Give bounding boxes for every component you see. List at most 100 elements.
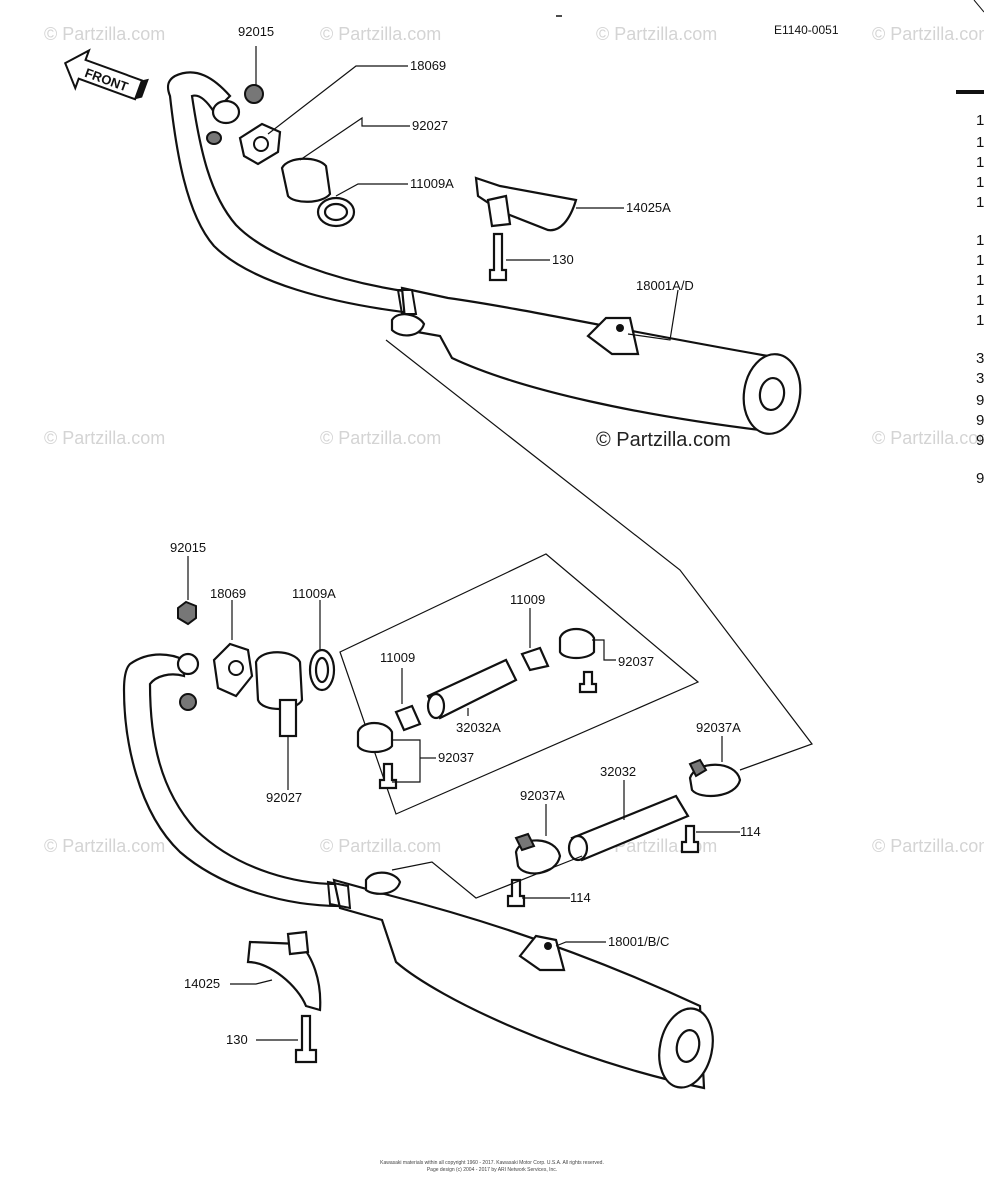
callout-92015: 92015 [238, 24, 274, 39]
callout-18001AD: 18001A/D [636, 278, 694, 293]
upper-callouts: 92015 18069 92027 11009A 14025A 130 1800… [238, 24, 694, 293]
callout-18069: 18069 [410, 58, 446, 73]
watermark: © Partzilla.com [44, 428, 165, 448]
muffler-lower [332, 878, 706, 1090]
port-nut-upper [206, 131, 222, 145]
edge-item: 1 [976, 292, 984, 309]
holder-92027-upper [280, 157, 332, 203]
callout-14025A: 14025A [626, 200, 671, 215]
muffler-lower-bracket-hole [544, 942, 552, 950]
muffler-upper [400, 286, 778, 434]
callout-32032A: 32032A [456, 720, 501, 735]
inset-box [339, 553, 700, 815]
callout-18001BC: 18001/B/C [608, 934, 669, 949]
edge-item: 1 [976, 174, 984, 191]
cover-14025A [474, 176, 578, 232]
cover-14025 [246, 940, 322, 1012]
lower-callouts: 92015 18069 11009A 11009 11009 92037 320… [170, 540, 761, 1047]
muffler-upper-band [396, 289, 418, 315]
center-watermark: © Partzilla.com [596, 429, 731, 451]
copyright-line-1: Kawasaki materials within all copyright … [380, 1160, 604, 1166]
gasket-11009A-upper-inner [323, 202, 349, 222]
muffler-lower-band [326, 880, 352, 910]
edge-item: 1 [976, 194, 984, 211]
edge-item: 1 [976, 112, 984, 129]
front-arrow: FRONT [63, 48, 149, 101]
clamp-92037-left [356, 721, 394, 754]
watermark: © Partzilla.com [320, 24, 441, 44]
bolt-130-lower [294, 1014, 318, 1064]
callout-92037A-lower: 92037A [520, 788, 565, 803]
copyright-line-2: Page design (c) 2004 - 2017 by ARI Netwo… [426, 1167, 558, 1173]
muffler-upper-bracket-hole [616, 324, 624, 332]
edge-item: 1 [976, 232, 984, 249]
edge-item: 9 [976, 432, 984, 449]
gasket-11009-left [394, 704, 422, 732]
callout-92015: 92015 [170, 540, 206, 555]
callout-92037A-upper: 92037A [696, 720, 741, 735]
port-ring-lower [176, 652, 200, 676]
callout-130: 130 [552, 252, 574, 267]
callout-14025: 14025 [184, 976, 220, 991]
callout-92037-right: 92037 [618, 654, 654, 669]
clamp-92037A-lower-bolt [514, 832, 536, 852]
edge-item: 9 [976, 412, 984, 429]
edge-item: 1 [976, 154, 984, 171]
front-arrow-shadow [135, 78, 149, 100]
edge-item: 3 [976, 370, 984, 387]
bolt-92037-right [578, 670, 598, 694]
edge-item: 1 [976, 252, 984, 269]
exhaust-pipe-lower [122, 653, 342, 908]
callout-92027: 92027 [412, 118, 448, 133]
edge-item: 9 [976, 392, 984, 409]
holder-92027-lower [254, 651, 304, 711]
upper-leader-lines [255, 46, 813, 771]
watermark: © Partzilla.com [320, 836, 441, 856]
muffler-lower-outlet-hole [675, 1029, 701, 1063]
cover-14025A-clip [486, 194, 512, 228]
callout-92027: 92027 [266, 790, 302, 805]
watermark: © Partzilla.com [872, 428, 984, 448]
pipe-32032A-end [426, 692, 446, 720]
upper-muffler-assembly [166, 71, 802, 435]
callout-114-upper: 114 [740, 824, 761, 839]
callout-130: 130 [226, 1032, 248, 1047]
callout-11009-right: 11009 [510, 592, 545, 607]
holder-92027-lower-stem [278, 698, 298, 738]
pipe-32032-end [567, 834, 589, 862]
cap-nut-92015-upper [244, 84, 264, 104]
callout-11009-left: 11009 [380, 650, 415, 665]
cap-nut-92015-lower [177, 600, 197, 626]
watermark: © Partzilla.com [44, 24, 165, 44]
edge-item: 9 [976, 470, 984, 487]
edge-item: 1 [976, 312, 984, 329]
gasket-11009-right [520, 646, 550, 672]
watermark: © Partzilla.com [872, 24, 984, 44]
callout-92037-left: 92037 [438, 750, 474, 765]
front-arrow-shape [63, 48, 144, 101]
lower-leader-lines [187, 556, 740, 1041]
edge-item: 3 [976, 350, 984, 367]
flange-18069-upper-hole [253, 136, 269, 152]
muffler-upper-outlet-hole [758, 376, 786, 412]
clamp-92037A-upper-bolt [688, 758, 708, 778]
edge-item: 1 [976, 134, 984, 151]
edge-item: 1 [976, 272, 984, 289]
muffler-upper-collar [390, 313, 426, 337]
bolt-130-upper [488, 232, 508, 282]
exhaust-pipe-upper [166, 71, 422, 316]
bolt-114-lower [506, 878, 526, 908]
callout-18069: 18069 [210, 586, 246, 601]
right-edge-mark [973, 0, 984, 13]
callout-32032: 32032 [600, 764, 636, 779]
clamp-92037-right [558, 627, 596, 660]
muffler-upper-bracket [586, 316, 640, 356]
gasket-11009A-lower-inner [314, 656, 330, 684]
port-ring-upper [211, 99, 241, 125]
watermark: © Partzilla.com [44, 836, 165, 856]
muffler-lower-bracket [518, 934, 566, 972]
flange-18069-lower-hole [228, 660, 244, 676]
bolt-114-upper [680, 824, 700, 854]
watermark: © Partzilla.com [320, 428, 441, 448]
